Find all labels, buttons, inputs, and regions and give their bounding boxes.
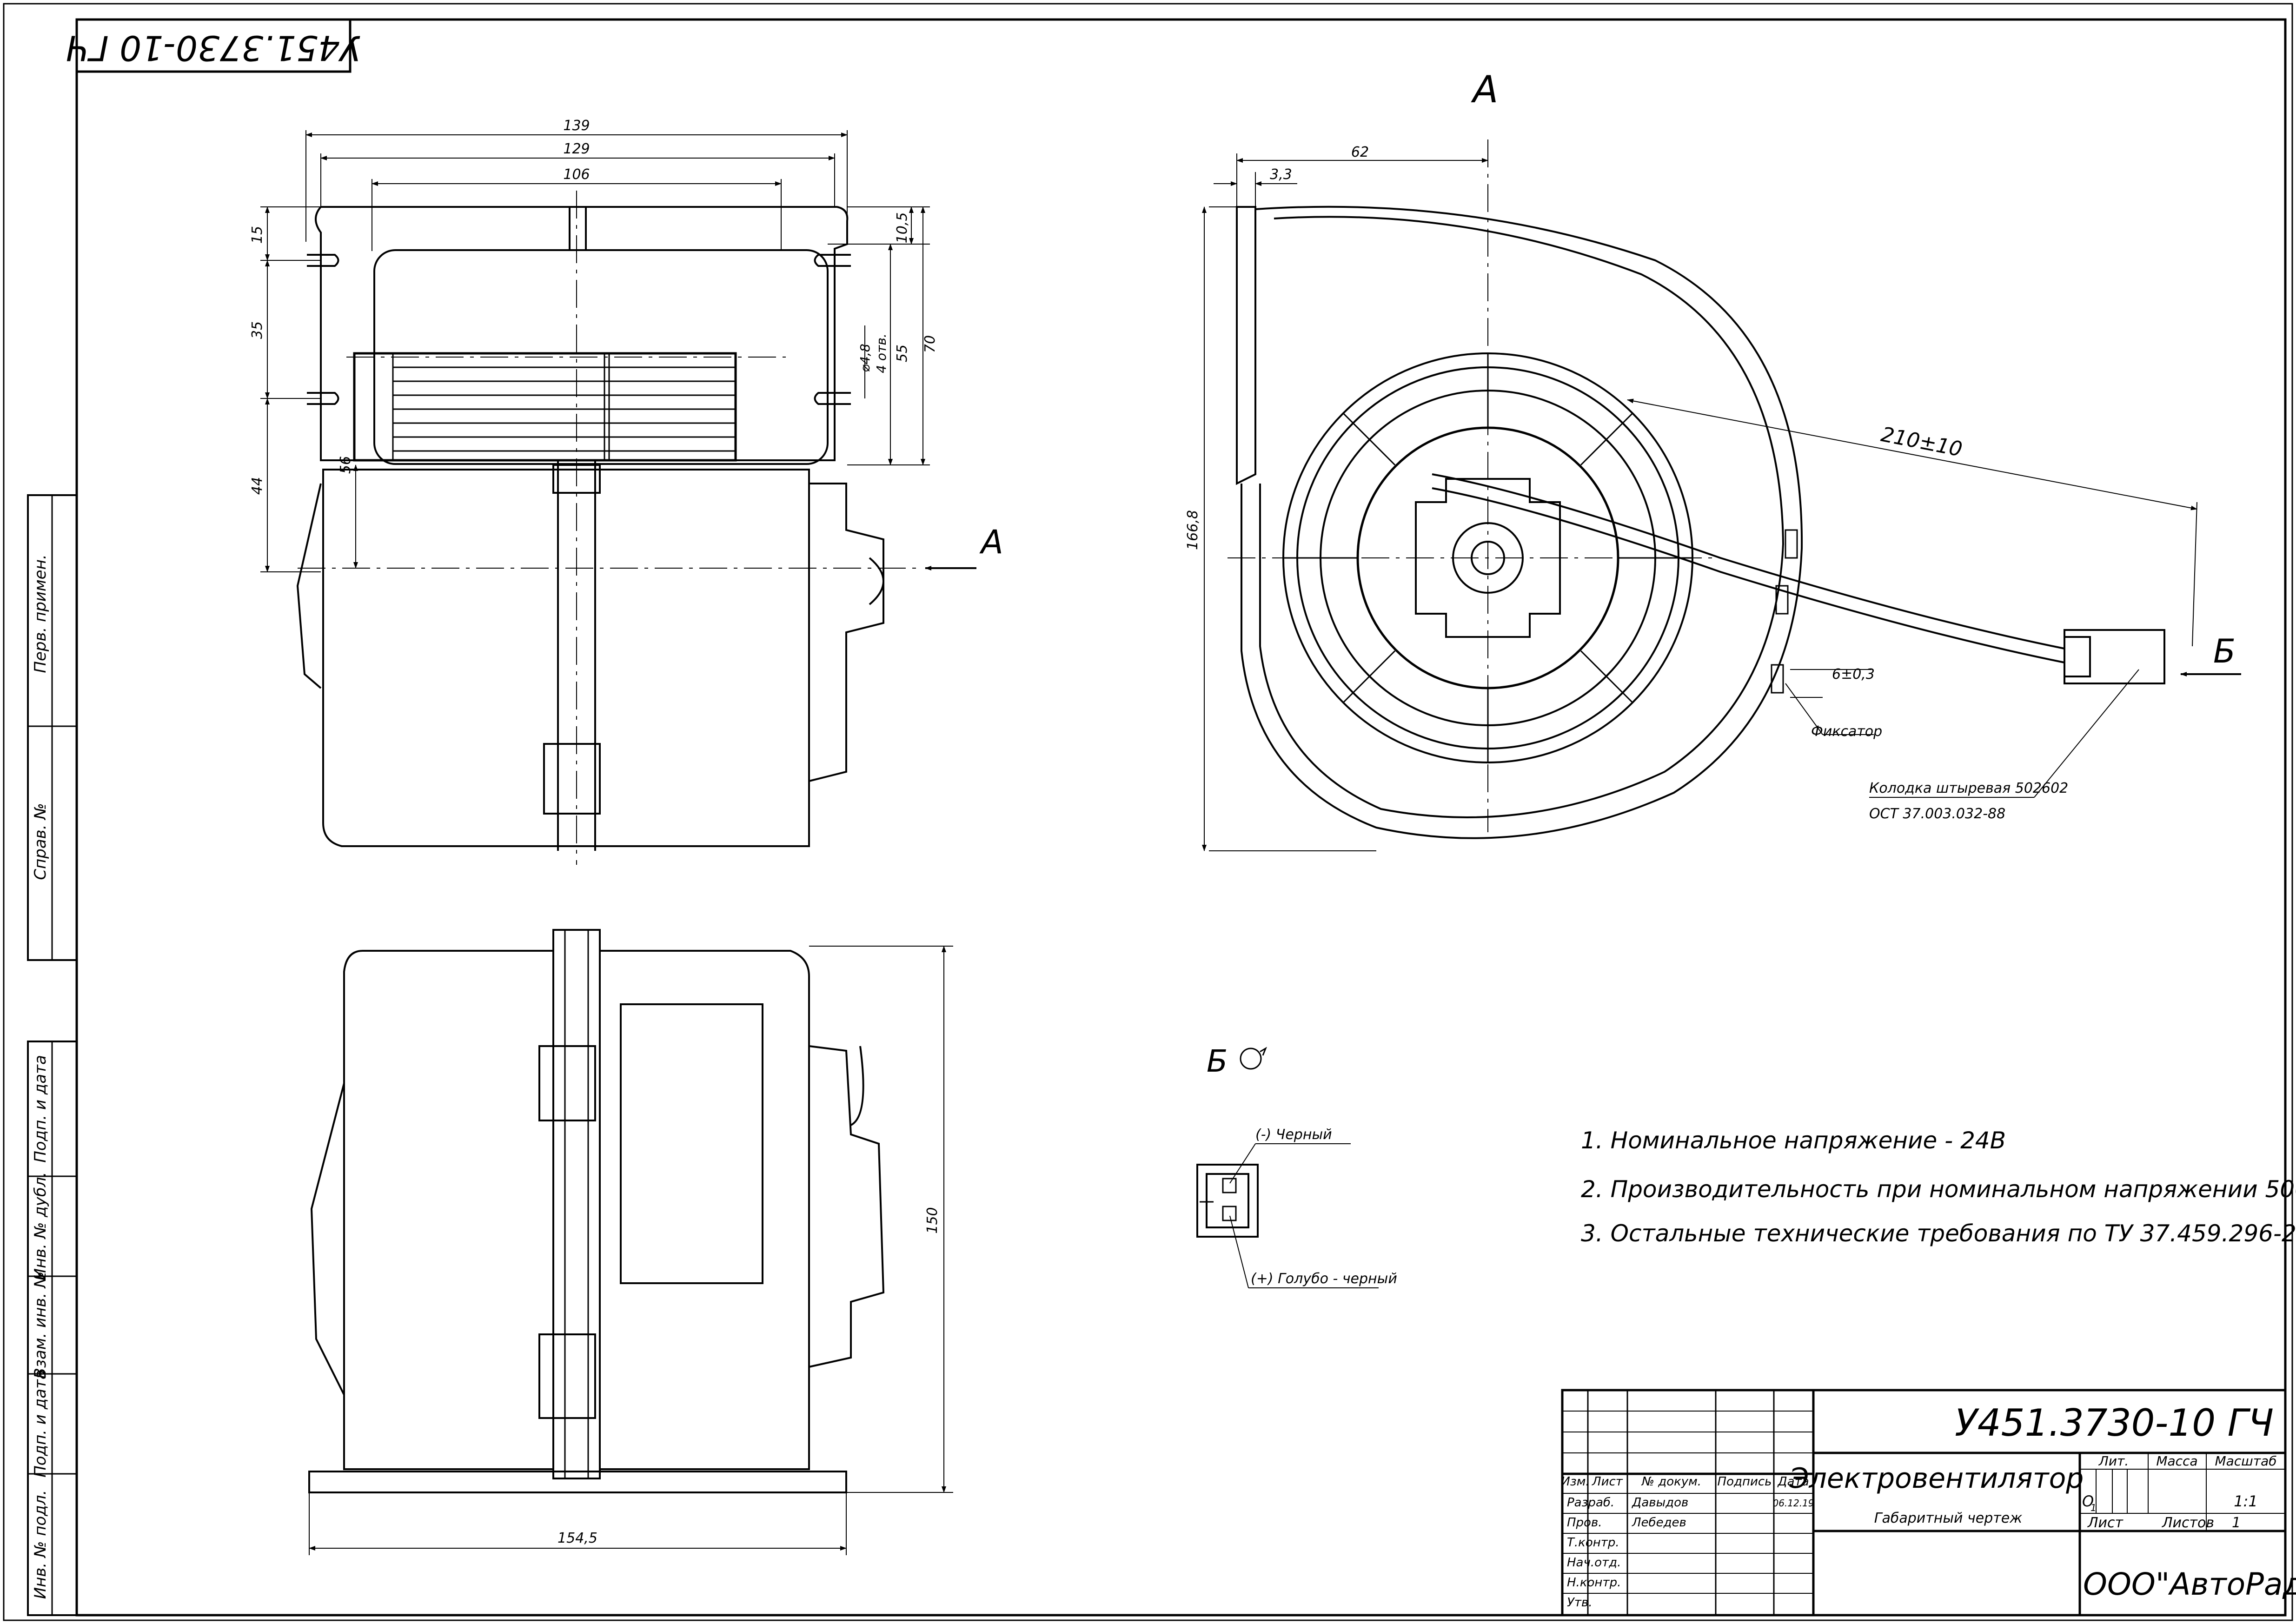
tb-row-prov: Пров. (1567, 1516, 1602, 1530)
tb-listov: Листов (2162, 1515, 2214, 1531)
tb-massa: Масса (2156, 1453, 2197, 1469)
dim-210: 210±10 (1879, 423, 1964, 462)
notes: 1. Номинальное напряжение - 24В 2. Произ… (1581, 1127, 2296, 1247)
tb-row-nachotd: Нач.отд. (1567, 1556, 1621, 1570)
tb-prov-name: Лебедев (1632, 1516, 1686, 1530)
leader-kolodka-1: Колодка штыревая 502602 (1869, 780, 2068, 796)
dim-10-5: 10,5 (894, 212, 910, 244)
view-a (1202, 139, 2241, 851)
tb-col-ndok: № докум. (1641, 1475, 1701, 1489)
tb-col-list: Лист (1592, 1475, 1623, 1489)
tb-masshtab: Масштаб (2215, 1453, 2276, 1469)
dim-129: 129 (563, 141, 590, 157)
tb-col-data: Дата (1777, 1475, 1809, 1489)
label-vzam-inv: Взам. инв. № (31, 1272, 50, 1379)
dim-70: 70 (922, 335, 938, 353)
tb-razrab-date: 06.12.19 (1772, 1498, 1814, 1509)
tb-row-razrab: Разраб. (1567, 1496, 1614, 1510)
dim-150: 150 (924, 1207, 941, 1233)
wire-blue-label: (+) Голубо - черный (1251, 1271, 1397, 1287)
note-3: 3. Остальные технические требования по Т… (1581, 1220, 2296, 1247)
leader-kolodka-2: ОСТ 37.003.032-88 (1869, 806, 2005, 822)
view-b-title: Б (1207, 1043, 1228, 1079)
dim-6: 6±0,3 (1832, 666, 1875, 683)
bottom-view-dimensions: 150 154,5 (557, 1207, 941, 1546)
title-block (1561, 1389, 2287, 1617)
dim-55: 55 (894, 345, 910, 362)
dim-35: 35 (249, 321, 265, 339)
top-stamp-text: У451.3730-10 ГЧ (66, 27, 361, 67)
note-1: 1. Номинальное напряжение - 24В (1581, 1127, 2006, 1154)
note-2: 2. Производительность при номинальном на… (1581, 1176, 2296, 1203)
dim-56: 56 (338, 456, 354, 474)
tb-listov-value: 1 (2232, 1515, 2241, 1531)
dim-154-5: 154,5 (557, 1530, 597, 1546)
leader-fiksator: Фиксатор (1811, 723, 1882, 740)
tb-name: Электровентилятор (1789, 1462, 2084, 1495)
tb-lit-value: О (2082, 1492, 2094, 1510)
label-inv-podl: Инв. № подл. (31, 1490, 50, 1599)
wire-black-label: (-) Черный (1255, 1127, 1332, 1143)
dim-hole-count: 4 отв. (874, 333, 889, 373)
outer-frame (3, 3, 2293, 1621)
tb-lit: Лит. (2098, 1453, 2129, 1469)
tb-razrab-name: Давыдов (1632, 1496, 1688, 1510)
front-view (260, 130, 976, 865)
bottom-view (308, 929, 953, 1555)
front-view-dimensions: 139 129 106 15 35 44 56 10,5 70 55 ⌀4,8 … (249, 118, 1003, 561)
tb-scale-value: 1:1 (2234, 1492, 2258, 1510)
dim-62: 62 (1351, 144, 1369, 160)
top-stamp: У451.3730-10 ГЧ (66, 18, 361, 73)
label-sprav: Справ. № (31, 803, 50, 880)
tb-lit-sub: 1 (2090, 1502, 2097, 1513)
tb-row-tkontr: Т.контр. (1567, 1536, 1619, 1550)
dim-166-8: 166,8 (1185, 510, 1201, 550)
view-a-labels: А 62 3,3 166,8 210±10 6±0,3 Фиксатор Кол… (1185, 68, 2236, 822)
label-perv-primen: Перв. примен. (31, 554, 50, 673)
label-inv-dubl: Инв. № дубл. (31, 1172, 50, 1280)
tb-row-nkontr: Н.контр. (1567, 1576, 1621, 1590)
label-podp-data-2: Подп. и дата (31, 1370, 50, 1478)
dim-3-3: 3,3 (1270, 166, 1292, 183)
tb-col-izm: Изм. (1561, 1475, 1589, 1489)
view-b (1196, 1047, 1379, 1288)
side-margin-table: Перв. примен. Справ. № Подп. и дата Инв.… (27, 494, 78, 1616)
view-a-title: А (1471, 68, 1499, 111)
tb-col-podp: Подпись (1718, 1475, 1772, 1489)
label-podp-data-1: Подп. и дата (31, 1055, 50, 1163)
dim-44: 44 (249, 477, 265, 495)
title-block-text: У451.3730-10 ГЧ Электровентилятор Габари… (1561, 1401, 2296, 1610)
view-a-arrow-label-b: Б (2213, 632, 2236, 670)
view-b-labels: Б (-) Черный (+) Голубо - черный (1207, 1043, 1397, 1287)
tb-subname: Габаритный чертеж (1874, 1510, 2023, 1526)
dim-139: 139 (563, 118, 590, 134)
front-arrow-label-a: А (979, 523, 1003, 561)
tb-list: Лист (2087, 1515, 2124, 1531)
dim-106: 106 (563, 166, 590, 183)
tb-company: ООО"АвтоРад" (2083, 1566, 2296, 1602)
tb-row-utv: Утв. (1567, 1596, 1593, 1610)
dim-hole-diameter: ⌀4,8 (857, 344, 873, 372)
dim-15: 15 (249, 226, 265, 244)
tb-designation: У451.3730-10 ГЧ (1955, 1401, 2274, 1445)
